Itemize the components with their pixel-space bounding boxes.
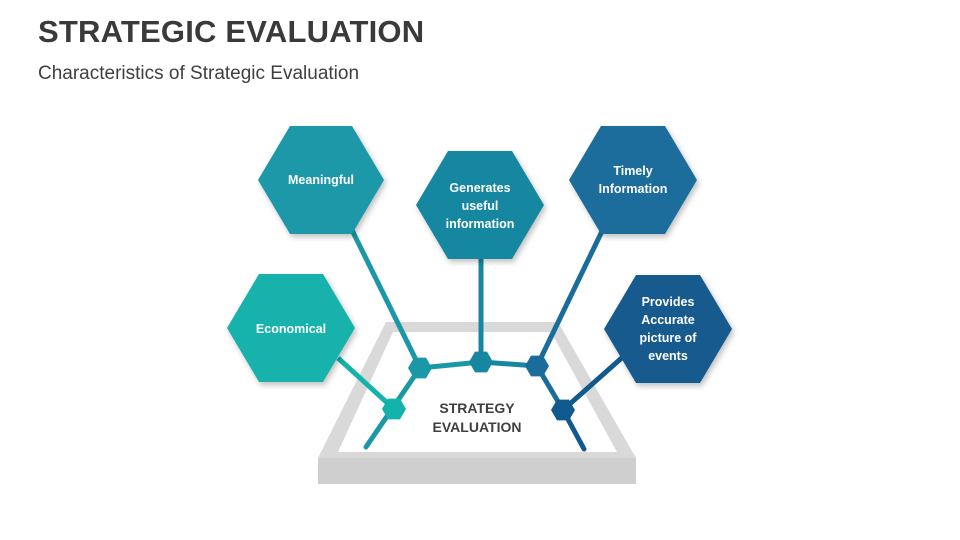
junction-node — [525, 355, 549, 377]
hex-generates-label-line1: Generates — [449, 181, 510, 195]
junction-nodes — [382, 351, 575, 421]
junction-node — [408, 357, 432, 379]
hex-economical-label: Economical — [256, 322, 326, 336]
platform-frame — [318, 322, 636, 484]
hex-provides-label-line3: picture of — [640, 331, 698, 345]
hex-generates-useful-information — [416, 151, 544, 259]
connector-stems — [336, 220, 627, 412]
junction-node — [382, 398, 406, 420]
hex-economical — [227, 274, 355, 382]
hex-provides-label-line1: Provides — [642, 295, 695, 309]
hex-generates-shape — [416, 151, 544, 259]
hex-provides-label-line2: Accurate — [641, 313, 695, 327]
hex-generates-label-line3: information — [446, 217, 515, 231]
hex-timely-label-line2: Information — [599, 182, 668, 196]
hex-provides-accurate-picture — [604, 275, 732, 383]
hex-generates-label-line2: useful — [462, 199, 499, 213]
page-subtitle: Characteristics of Strategic Evaluation — [38, 63, 360, 84]
center-label-line2: EVALUATION — [433, 419, 522, 435]
hex-provides-shape — [604, 275, 732, 383]
hex-economical-shape — [227, 274, 355, 382]
junction-node — [551, 399, 575, 421]
hex-timely-information — [569, 126, 697, 234]
junction-node — [469, 351, 493, 373]
hex-meaningful-label: Meaningful — [288, 173, 354, 187]
page-title: STRATEGIC EVALUATION — [38, 14, 425, 49]
hex-timely-label-line1: Timely — [613, 164, 652, 178]
hex-meaningful-shape — [258, 126, 384, 234]
hex-timely-shape — [569, 126, 697, 234]
hex-provides-label-line4: events — [648, 349, 688, 363]
hex-meaningful — [258, 126, 384, 234]
center-label-line1: STRATEGY — [439, 400, 515, 416]
